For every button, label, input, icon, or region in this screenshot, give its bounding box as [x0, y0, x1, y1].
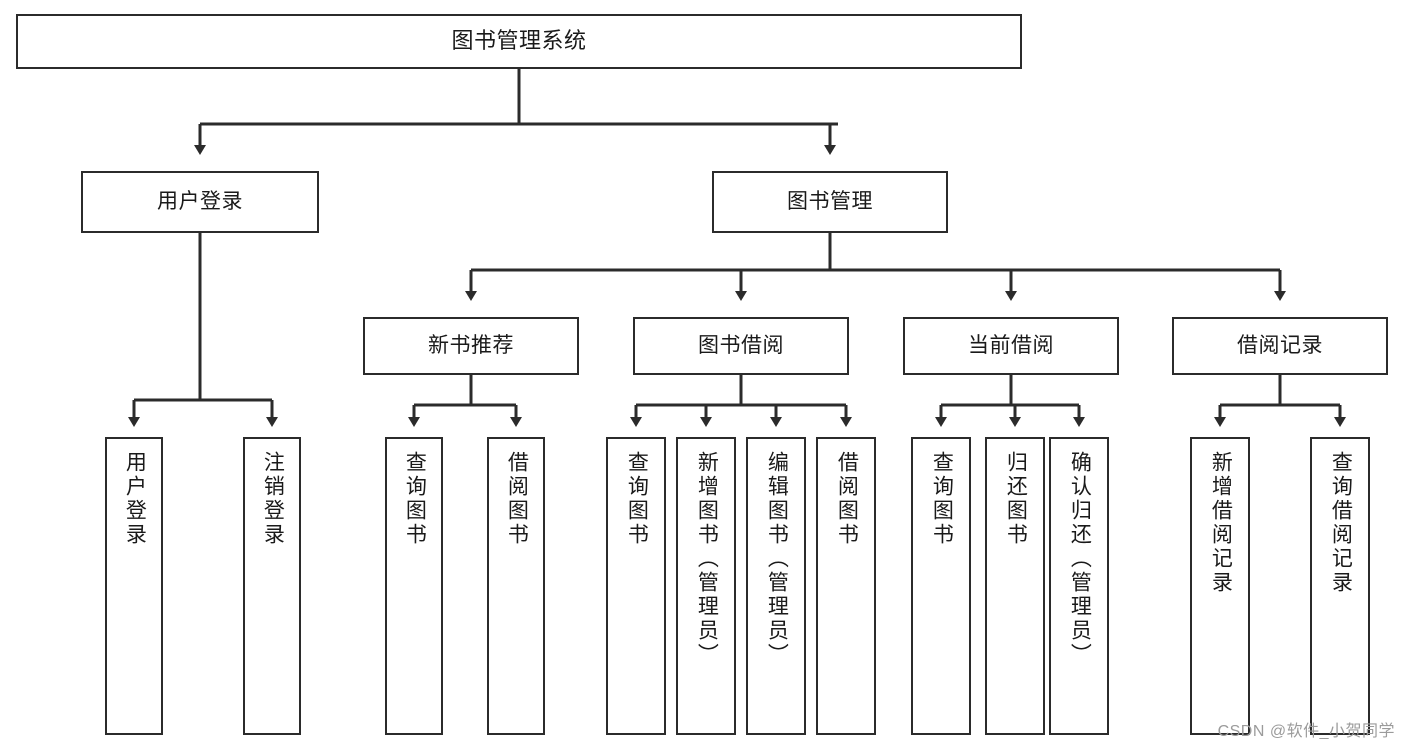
- node-leaf-query-book-2-label: 查询图书: [625, 451, 649, 547]
- node-leaf-return-book-label: 归还图书: [1004, 451, 1028, 547]
- node-leaf-logout[interactable]: 注销登录: [243, 437, 301, 735]
- node-leaf-confirm-return[interactable]: 确认归还（管理员）: [1049, 437, 1109, 735]
- node-borrow-record-label: 借阅记录: [1237, 334, 1323, 358]
- node-leaf-add-record[interactable]: 新增借阅记录: [1190, 437, 1250, 735]
- node-leaf-borrow-book-2[interactable]: 借阅图书: [816, 437, 876, 735]
- node-leaf-add-book[interactable]: 新增图书（管理员）: [676, 437, 736, 735]
- node-leaf-user-login[interactable]: 用户登录: [105, 437, 163, 735]
- watermark-text: CSDN @软件_小贺同学: [1217, 723, 1395, 740]
- node-leaf-query-book-2[interactable]: 查询图书: [606, 437, 666, 735]
- node-leaf-query-book-3[interactable]: 查询图书: [911, 437, 971, 735]
- node-new-book-rec-label: 新书推荐: [428, 334, 514, 358]
- node-root-label: 图书管理系统: [451, 28, 587, 54]
- node-book-borrow[interactable]: 图书借阅: [633, 317, 849, 375]
- node-leaf-confirm-return-label: 确认归还（管理员）: [1068, 451, 1092, 667]
- node-leaf-query-book-1-label: 查询图书: [403, 451, 427, 547]
- node-book-manage[interactable]: 图书管理: [712, 171, 948, 233]
- node-book-manage-label: 图书管理: [787, 190, 873, 214]
- node-root[interactable]: 图书管理系统: [16, 14, 1022, 69]
- node-current-borrow[interactable]: 当前借阅: [903, 317, 1119, 375]
- node-user-login[interactable]: 用户登录: [81, 171, 319, 233]
- node-leaf-query-record-label: 查询借阅记录: [1329, 451, 1353, 595]
- node-leaf-borrow-book-1-label: 借阅图书: [505, 451, 529, 547]
- node-leaf-return-book[interactable]: 归还图书: [985, 437, 1045, 735]
- node-user-login-label: 用户登录: [157, 190, 243, 214]
- node-leaf-query-book-3-label: 查询图书: [930, 451, 954, 547]
- node-book-borrow-label: 图书借阅: [698, 334, 784, 358]
- node-leaf-user-login-label: 用户登录: [123, 451, 147, 547]
- node-leaf-edit-book[interactable]: 编辑图书（管理员）: [746, 437, 806, 735]
- node-leaf-add-record-label: 新增借阅记录: [1209, 451, 1233, 595]
- node-new-book-rec[interactable]: 新书推荐: [363, 317, 579, 375]
- node-borrow-record[interactable]: 借阅记录: [1172, 317, 1388, 375]
- node-leaf-add-book-label: 新增图书（管理员）: [695, 451, 719, 667]
- node-leaf-query-record[interactable]: 查询借阅记录: [1310, 437, 1370, 735]
- node-leaf-borrow-book-1[interactable]: 借阅图书: [487, 437, 545, 735]
- node-leaf-query-book-1[interactable]: 查询图书: [385, 437, 443, 735]
- node-leaf-borrow-book-2-label: 借阅图书: [835, 451, 859, 547]
- node-current-borrow-label: 当前借阅: [968, 334, 1054, 358]
- node-leaf-edit-book-label: 编辑图书（管理员）: [765, 451, 789, 667]
- node-leaf-logout-label: 注销登录: [261, 451, 285, 547]
